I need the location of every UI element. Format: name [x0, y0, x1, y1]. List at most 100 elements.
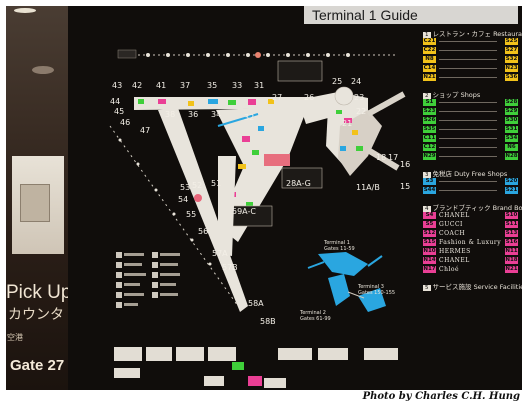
- legend-tag-right: S32: [505, 56, 518, 63]
- gate-label: 57A: [212, 249, 228, 258]
- gate-sign-text: Gate 27: [10, 357, 65, 374]
- legend-tag-right: N21: [505, 266, 518, 273]
- terminal-guide-board: Terminal 1 Guide: [68, 6, 522, 390]
- area-gates-3: Gates 150-155: [358, 290, 395, 296]
- legend-tag-left: C11: [423, 135, 436, 142]
- legend-brand-name: CHANEL: [439, 257, 470, 264]
- legend-tag-left: N29: [423, 153, 436, 160]
- legend-row: S35 S31: [423, 126, 518, 134]
- legend-tag-right: N18: [505, 257, 518, 264]
- legend-section-number: 4: [423, 206, 431, 212]
- legend-tag-left: C14: [423, 65, 436, 72]
- legend-tag-left: S23: [423, 108, 436, 115]
- legend-tag-right: S25: [505, 38, 518, 45]
- legend-tag-left: S1: [423, 99, 436, 106]
- ceiling-light: [32, 66, 54, 74]
- legend-row: N29 N28: [423, 153, 518, 161]
- legend-tag-right: S30: [505, 117, 518, 124]
- gate-label: 53: [180, 183, 190, 192]
- photo-credit: Photo by Charles C.H. Hung: [362, 391, 520, 402]
- legend-tag-right: S28: [505, 99, 518, 106]
- gate-label: 21: [342, 119, 352, 128]
- legend-tag-right: S13: [505, 230, 518, 237]
- gate-label: 23: [354, 93, 364, 102]
- gate-label: 46: [120, 118, 130, 127]
- legend-brand-name: HERMES: [439, 248, 471, 255]
- gate-label: 51: [211, 179, 221, 188]
- legend-section-title: ブランドブティック Brand Bou: [432, 204, 523, 212]
- photo-frame: Pick Up カウンタ 空港 Gate 27 Terminal 1 Guide: [6, 6, 522, 390]
- legend-row-line: [439, 181, 497, 182]
- legend-row: S3 S20: [423, 178, 518, 186]
- legend-tag-right: S20: [505, 178, 518, 185]
- legend-row-line: [439, 50, 497, 51]
- area-label-3: Terminal 3: [357, 284, 384, 290]
- legend-tag-right: S31: [505, 126, 518, 133]
- legend-row-line: [439, 111, 497, 112]
- legend-tag-left: S4: [423, 212, 436, 219]
- legend-section-title: 免税店 Duty Free Shops: [432, 170, 508, 178]
- gate-label: 42: [132, 81, 142, 90]
- terminal-map: 43 42 41 37 35 33 31 25 24 27 26 23 22 2…: [109, 49, 410, 388]
- gate-label: 43: [112, 81, 122, 90]
- legend-tag-right: N28: [505, 153, 518, 160]
- gate-label: 33: [232, 81, 242, 90]
- gate-label: 59A-C: [232, 207, 256, 216]
- legend-brand-name: GUCCI: [439, 221, 463, 228]
- legend-tag-left: S12: [423, 230, 436, 237]
- legend-row: S26 S30: [423, 117, 518, 125]
- gate-label: 18: [376, 153, 386, 162]
- gate-label: 45: [114, 107, 124, 116]
- legend-tag-left: N17: [423, 266, 436, 273]
- gate-label: 32: [244, 113, 254, 122]
- gate-label: 35: [207, 81, 217, 90]
- legend-tag-left: C12: [423, 144, 436, 151]
- legend-brand-name: CHANEL: [439, 212, 470, 219]
- gate-label: 28A-G: [286, 179, 311, 188]
- legend-tag-left: S3: [423, 178, 436, 185]
- legend-tag-left: S5: [423, 221, 436, 228]
- counter-sign-text: カウンタ: [8, 307, 64, 323]
- legend-tag-right: S29: [505, 108, 518, 115]
- legend-row-line: [439, 129, 497, 130]
- gate-label: 17: [388, 153, 398, 162]
- legend-row: N17 N21 Chloé: [423, 266, 518, 274]
- gate-label: 22: [356, 107, 366, 116]
- gate-label: 36: [188, 110, 198, 119]
- info-highlight: [264, 154, 290, 166]
- legend-brand-name: Chloé: [439, 266, 460, 273]
- legend-row-line: [439, 147, 497, 148]
- gate-label: 58A: [248, 299, 264, 308]
- legend-section-number: 5: [423, 285, 431, 291]
- gate-label: 41: [156, 81, 166, 90]
- gate-label: 31: [254, 81, 264, 90]
- gate-label: 26: [304, 93, 314, 102]
- legend-tag-left: S35: [423, 126, 436, 133]
- legend-row-line: [439, 41, 497, 42]
- legend-tag-left: S44: [423, 187, 436, 194]
- legend-brand-name: COACH: [439, 230, 466, 237]
- title-bar: [304, 6, 518, 24]
- pickup-sign-text: Pick Up: [6, 282, 72, 303]
- gate-label: 55: [186, 210, 196, 219]
- legend-tag-left: S26: [423, 117, 436, 124]
- legend-tag-right: S27: [505, 47, 518, 54]
- legend-tag-right: N11: [505, 248, 518, 255]
- wall-display: [20, 184, 50, 222]
- legend-row-line: [439, 102, 497, 103]
- gate-label: 37: [180, 81, 190, 90]
- gate-label: 38: [165, 110, 175, 119]
